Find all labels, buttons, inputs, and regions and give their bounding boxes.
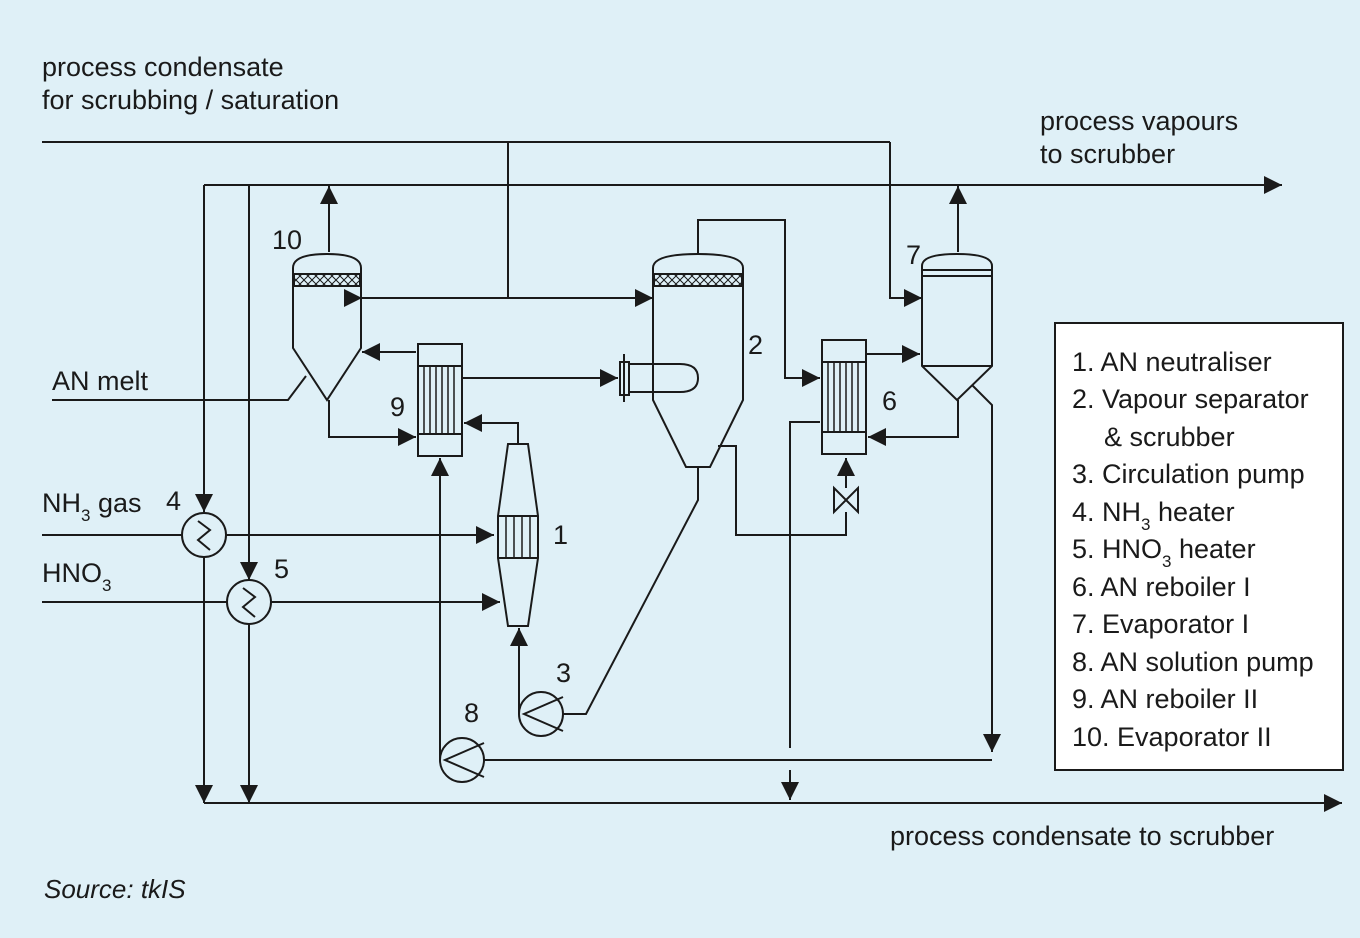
equipment-number-7: 7 <box>906 240 921 270</box>
vapours-label-2: to scrubber <box>1040 139 1175 169</box>
an-melt-line <box>52 375 307 401</box>
legend-item-9: 9. AN reboiler II <box>1072 684 1258 714</box>
vapours-label-1: process vapours <box>1040 106 1238 136</box>
legend-item-7: 7. Evaporator I <box>1072 609 1249 639</box>
condensate-in-label-2: for scrubbing / saturation <box>42 85 339 115</box>
legend-item-10: 10. Evaporator II <box>1072 722 1272 752</box>
neutraliser1-to-reboiler9 <box>464 414 519 444</box>
legend-item-5: 5. HNO3 heater <box>1072 534 1256 571</box>
separator-2-inlet-nozzle <box>619 354 700 402</box>
reboiler-9 <box>417 343 463 457</box>
equipment-number-10: 10 <box>272 225 302 255</box>
hno3-label: HNO3 <box>42 558 111 595</box>
equipment-number-8: 8 <box>464 698 479 728</box>
control-valve <box>833 485 859 515</box>
legend-item-3: 3. Circulation pump <box>1072 459 1305 489</box>
legend-item-8: 8. AN solution pump <box>1072 647 1314 677</box>
separator2-to-reboiler6 <box>697 219 820 387</box>
evap7-to-reboiler6 <box>868 400 959 446</box>
legend-item-1: 1. AN neutraliser <box>1072 347 1272 377</box>
separator2-to-valve-line <box>718 445 847 536</box>
legend-box <box>1054 322 1344 771</box>
evaporator-10 <box>292 252 362 402</box>
hno3-heater-5 <box>226 579 272 625</box>
equipment-number-4: 4 <box>166 486 181 516</box>
nh3-gas-label: NH3 gas <box>42 488 142 525</box>
nh3-heater-4 <box>181 512 227 558</box>
equipment-number-1: 1 <box>553 520 568 550</box>
evap7-to-pump8-line <box>971 384 1001 752</box>
equipment-number-3: 3 <box>556 658 571 688</box>
evap10-to-reboiler9 <box>328 400 416 446</box>
separator-2-packing <box>653 273 743 287</box>
separator2-to-pump3 <box>562 467 699 715</box>
legend-item-2b: & scrubber <box>1104 422 1235 452</box>
equipment-number-6: 6 <box>882 386 897 416</box>
an-neutraliser-1 <box>497 443 539 627</box>
equipment-number-2: 2 <box>748 330 763 360</box>
source-label: Source: tkIS <box>44 874 186 904</box>
legend-item-2a: 2. Vapour separator <box>1072 384 1309 414</box>
equipment-number-9: 9 <box>390 392 405 422</box>
reboiler6-condensate-line <box>789 421 820 748</box>
condensate-in-label-1: process condensate <box>42 52 284 82</box>
evaporator-10-packing <box>293 273 361 287</box>
reboiler-6 <box>821 339 867 455</box>
legend-item-4: 4. NH3 heater <box>1072 497 1235 534</box>
equipment-number-5: 5 <box>274 554 289 584</box>
condensate-branch-to-evaporator-7 <box>889 142 922 307</box>
vapour-separator-2 <box>652 252 744 468</box>
condensate-out-label: process condensate to scrubber <box>890 821 1274 851</box>
legend-item-6: 6. AN reboiler I <box>1072 572 1251 602</box>
an-melt-label: AN melt <box>52 366 149 396</box>
evaporator-7 <box>921 252 993 402</box>
circulation-pump-3 <box>518 691 564 737</box>
an-solution-pump-8 <box>439 737 485 783</box>
